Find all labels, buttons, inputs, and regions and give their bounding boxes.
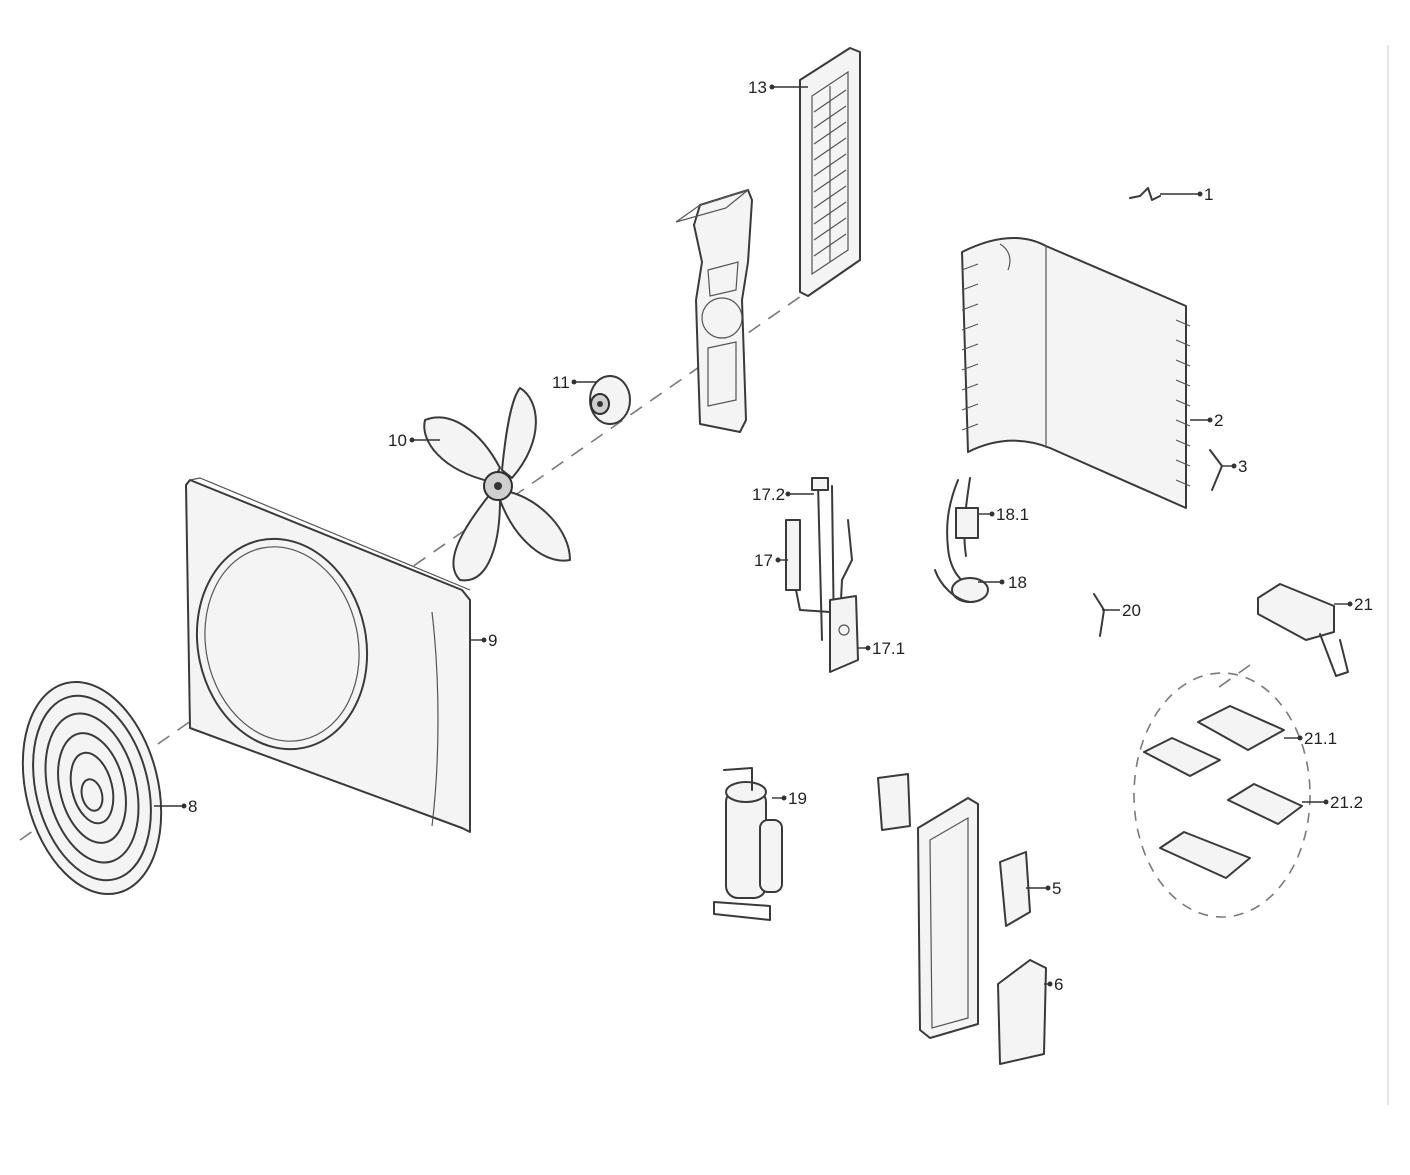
- part-5-cover: [999, 851, 1031, 927]
- callout-19: 19: [788, 789, 807, 808]
- callout-17-1: 17.1: [872, 639, 905, 658]
- partition-plate: [877, 773, 979, 1039]
- callout-6: 6: [1054, 975, 1063, 994]
- callout-21-1: 21.1: [1304, 729, 1337, 748]
- callout-1: 1: [1204, 185, 1213, 204]
- callout-3: 3: [1238, 457, 1247, 476]
- callout-2: 2: [1214, 411, 1223, 430]
- detail-circle: [1133, 672, 1311, 918]
- part-8-fan-guard: [21, 680, 163, 896]
- part-6-valve-cover: [997, 959, 1047, 1065]
- part-3-sensor: [1209, 449, 1223, 491]
- callout-21: 21: [1354, 595, 1373, 614]
- callout-11: 11: [552, 373, 570, 392]
- part-19-compressor: [713, 767, 783, 921]
- part-9-front-panel: [185, 477, 471, 833]
- part-18-reversing-valve: [934, 477, 989, 603]
- callout-5: 5: [1052, 879, 1061, 898]
- callout-8: 8: [188, 797, 197, 816]
- part-21-2-pcb-board: [1159, 783, 1303, 879]
- callout-17: 17: [754, 551, 773, 570]
- callout-18: 18: [1008, 573, 1027, 592]
- callout-20: 20: [1122, 601, 1141, 620]
- callout-13: 13: [748, 78, 767, 97]
- part-10-propeller-fan: [423, 387, 571, 582]
- motor-bracket: [675, 189, 753, 433]
- part-1-sensor: [1129, 187, 1161, 201]
- callout-17-2: 17.2: [752, 485, 785, 504]
- callout-9: 9: [488, 631, 497, 650]
- part-11-fan-motor: [589, 375, 631, 425]
- part-21-1-pcb-tray: [1143, 705, 1285, 777]
- callout-21-2: 21.2: [1330, 793, 1363, 812]
- part-13-side-panel: [799, 47, 861, 297]
- callout-10: 10: [388, 431, 407, 450]
- callout-18-1: 18.1: [996, 505, 1029, 524]
- part-17-valve-assembly: [785, 477, 859, 673]
- part-21-control-box: [1257, 583, 1349, 677]
- part-2-condenser-coil: [961, 237, 1191, 509]
- part-20-sensor-wire: [1093, 593, 1105, 637]
- detail-connector: [1214, 664, 1251, 691]
- leader-lines: [154, 84, 1353, 987]
